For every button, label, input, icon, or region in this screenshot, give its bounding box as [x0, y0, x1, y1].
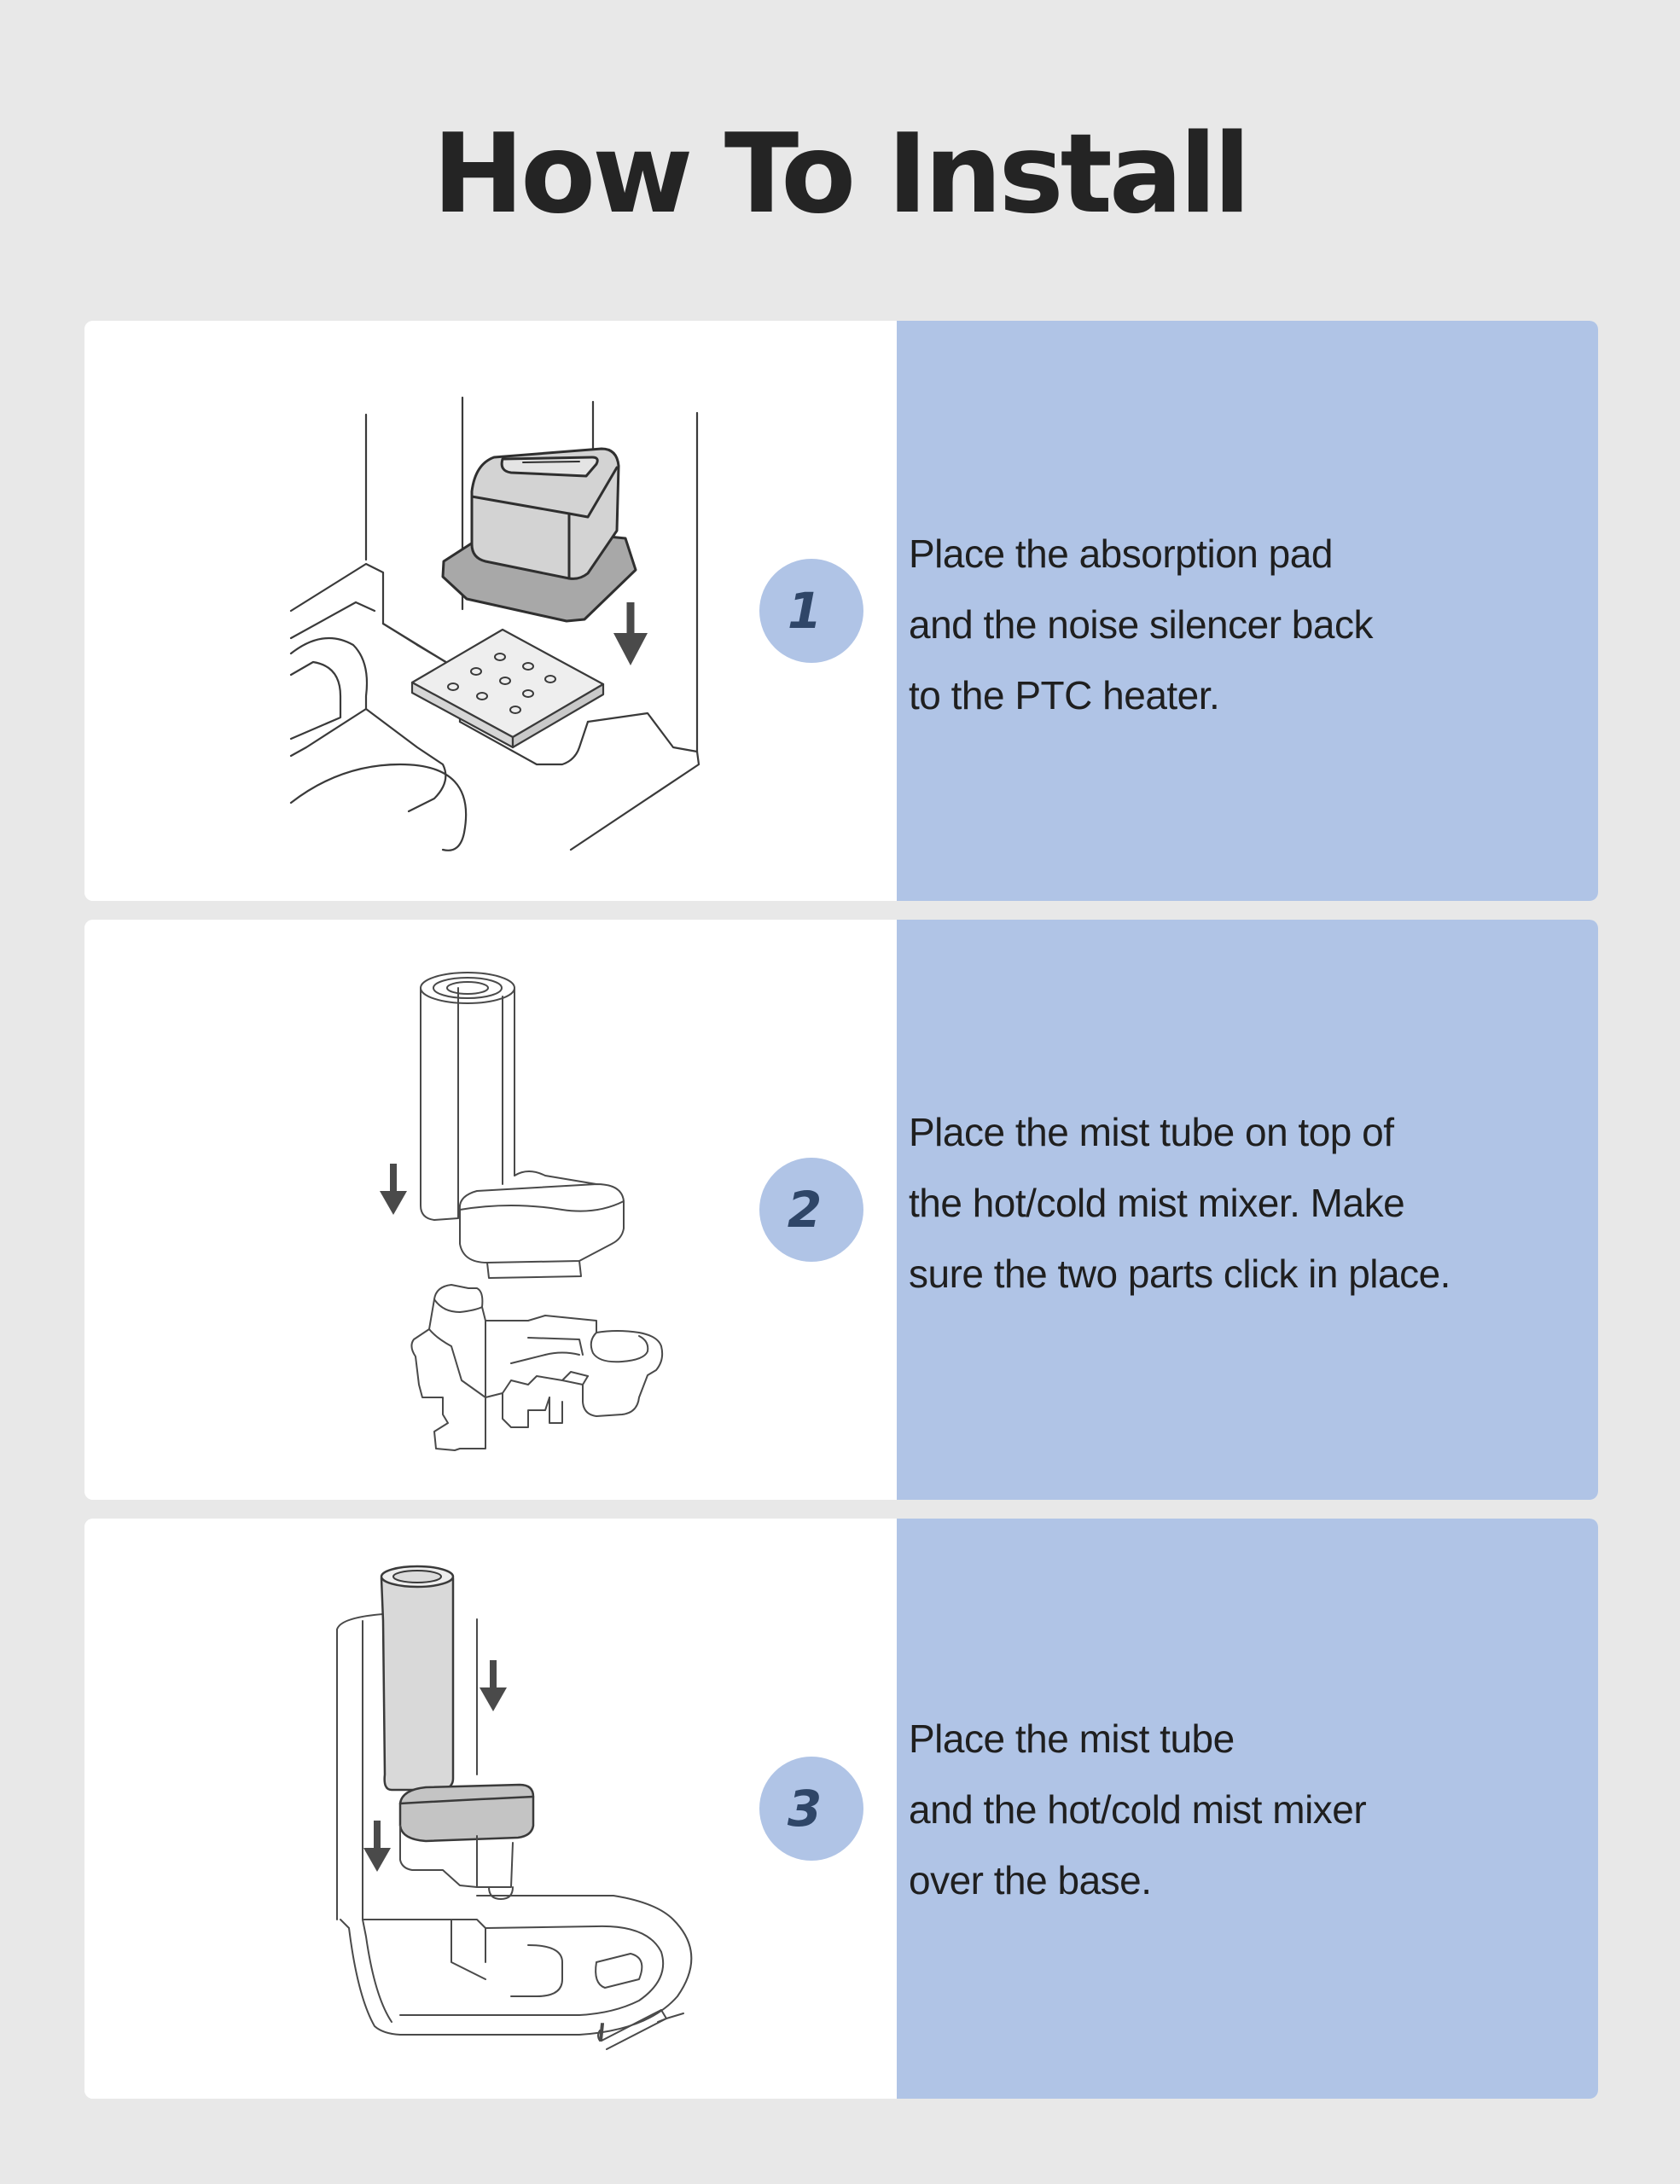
step-2-line-3: sure the two parts click in place. [909, 1252, 1450, 1296]
step-card-3 [84, 1519, 1598, 2099]
step-1-badge: 1 [759, 559, 863, 663]
mist-tube-mixer-icon [380, 972, 664, 1451]
step-1-line-3: to the PTC heater. [909, 673, 1220, 717]
pad-and-silencer-icon [289, 396, 700, 851]
step-3-panel [897, 1519, 1598, 2099]
step-1-panel [897, 321, 1598, 901]
step-3-badge: 3 [759, 1757, 863, 1861]
step-1-line-2: and the noise silencer back [909, 602, 1373, 647]
step-3-number: 3 [787, 1780, 823, 1838]
step-1-description: Place the absorption pad and the noise s… [909, 519, 1523, 731]
step-2-panel [897, 920, 1598, 1500]
step-2-description: Place the mist tube on top of the hot/co… [909, 1097, 1523, 1310]
step-2-line-2: the hot/cold mist mixer. Make [909, 1181, 1405, 1225]
step-1-number: 1 [787, 582, 823, 640]
step-1-line-1: Place the absorption pad [909, 531, 1333, 576]
humidifier-base-icon [336, 1565, 693, 2050]
step-2-number: 2 [787, 1181, 823, 1239]
step-3-description: Place the mist tube and the hot/cold mis… [909, 1704, 1523, 1916]
page-title: How To Install [433, 111, 1251, 238]
step-2-badge: 2 [759, 1158, 863, 1262]
step-3-line-1: Place the mist tube [909, 1716, 1235, 1761]
step-2-line-1: Place the mist tube on top of [909, 1110, 1394, 1154]
step-3-line-3: over the base. [909, 1858, 1152, 1902]
step-3-line-2: and the hot/cold mist mixer [909, 1787, 1367, 1832]
